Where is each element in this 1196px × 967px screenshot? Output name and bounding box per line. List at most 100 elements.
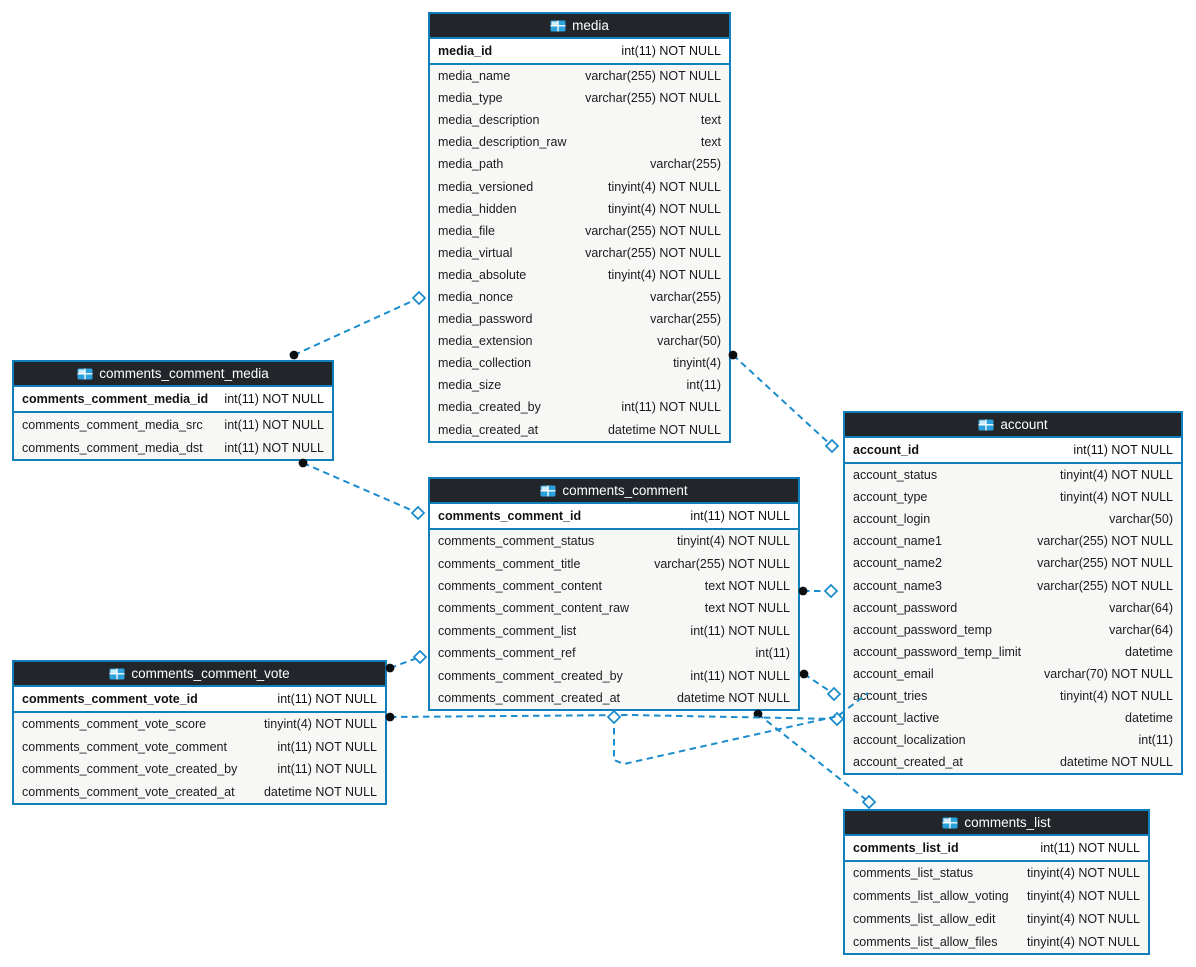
table-card-comments_comment_vote[interactable]: comments_comment_vote comments_comment_v… <box>12 660 387 805</box>
field-type: varchar(64) <box>1109 622 1173 637</box>
field-name: comments_comment_created_by <box>438 668 623 683</box>
relationship-dashed-line[interactable] <box>293 297 420 356</box>
table-card-account[interactable]: account account_id int(11) NOT NULL acco… <box>843 411 1183 776</box>
table-card-comments_comment_media[interactable]: comments_comment_media comments_comment_… <box>12 360 334 461</box>
primary-key-row[interactable]: comments_comment_id int(11) NOT NULL <box>430 504 798 530</box>
field-name: media_virtual <box>438 245 513 260</box>
relationship-dashed-line[interactable] <box>302 462 419 514</box>
relationship-dashed-line[interactable] <box>803 673 835 695</box>
table-header[interactable]: comments_list <box>845 811 1148 836</box>
table-card-comments_comment[interactable]: comments_comment comments_comment_id int… <box>428 477 800 712</box>
table-header[interactable]: comments_comment_vote <box>14 662 385 687</box>
field-type: tinyint(4) NOT NULL <box>608 179 721 194</box>
field-name: comments_comment_vote_created_by <box>22 762 238 777</box>
field-type: int(11) <box>1138 733 1173 748</box>
primary-key-row[interactable]: comments_comment_media_id int(11) NOT NU… <box>14 387 332 413</box>
relationship-dashed-line[interactable] <box>389 713 838 720</box>
field-type: datetime NOT NULL <box>1059 755 1173 770</box>
field-type: varchar(255) NOT NULL <box>1037 578 1173 593</box>
field-type: varchar(255) NOT NULL <box>1037 556 1173 571</box>
relationship-dashed-line[interactable] <box>732 354 833 447</box>
field-name: account_localization <box>853 733 966 748</box>
primary-key-row[interactable]: media_id int(11) NOT NULL <box>430 39 729 65</box>
table-header[interactable]: comments_comment <box>430 479 798 504</box>
table-header[interactable]: media <box>430 14 729 39</box>
field-row[interactable]: account_localization int(11) <box>845 729 1181 751</box>
field-type: datetime <box>1125 644 1173 659</box>
relationship-line-media-to-account[interactable] <box>728 350 840 454</box>
field-name: comments_list_status <box>853 866 974 881</box>
primary-key-row[interactable]: account_id int(11) NOT NULL <box>845 438 1181 464</box>
table-header[interactable]: account <box>845 413 1181 438</box>
field-name: comments_comment_created_at <box>438 690 621 705</box>
field-name: account_tries <box>853 688 928 703</box>
relationship-line-vote-to-account[interactable] <box>385 711 845 727</box>
relationship-line-vote-to-comment[interactable] <box>385 649 428 673</box>
field-type: text <box>700 113 721 128</box>
relationship-parent-end-diamond <box>412 649 428 665</box>
relationship-line-comment_media-to-comment[interactable] <box>298 458 426 521</box>
relationship-line-comment-to-account-1[interactable] <box>798 583 839 599</box>
field-name: media_extension <box>438 334 533 349</box>
relationship-line-comment_media-to-media[interactable] <box>289 290 427 360</box>
primary-key-row[interactable]: comments_comment_vote_id int(11) NOT NUL… <box>14 687 385 713</box>
primary-key-row[interactable]: comments_list_id int(11) NOT NULL <box>845 836 1148 862</box>
pk-column-name: comments_list_id <box>853 841 959 855</box>
relationship-dashed-line[interactable] <box>389 656 421 669</box>
field-type: varchar(255) NOT NULL <box>585 223 721 238</box>
table-card-comments_list[interactable]: comments_list comments_list_id int(11) N… <box>843 809 1150 955</box>
relationship-line-comment-to-account-2[interactable] <box>799 669 842 702</box>
table-header[interactable]: comments_comment_media <box>14 362 332 387</box>
relationship-child-end-dot <box>799 669 809 679</box>
table-card-media[interactable]: media media_id int(11) NOT NULL media_na… <box>428 12 731 443</box>
